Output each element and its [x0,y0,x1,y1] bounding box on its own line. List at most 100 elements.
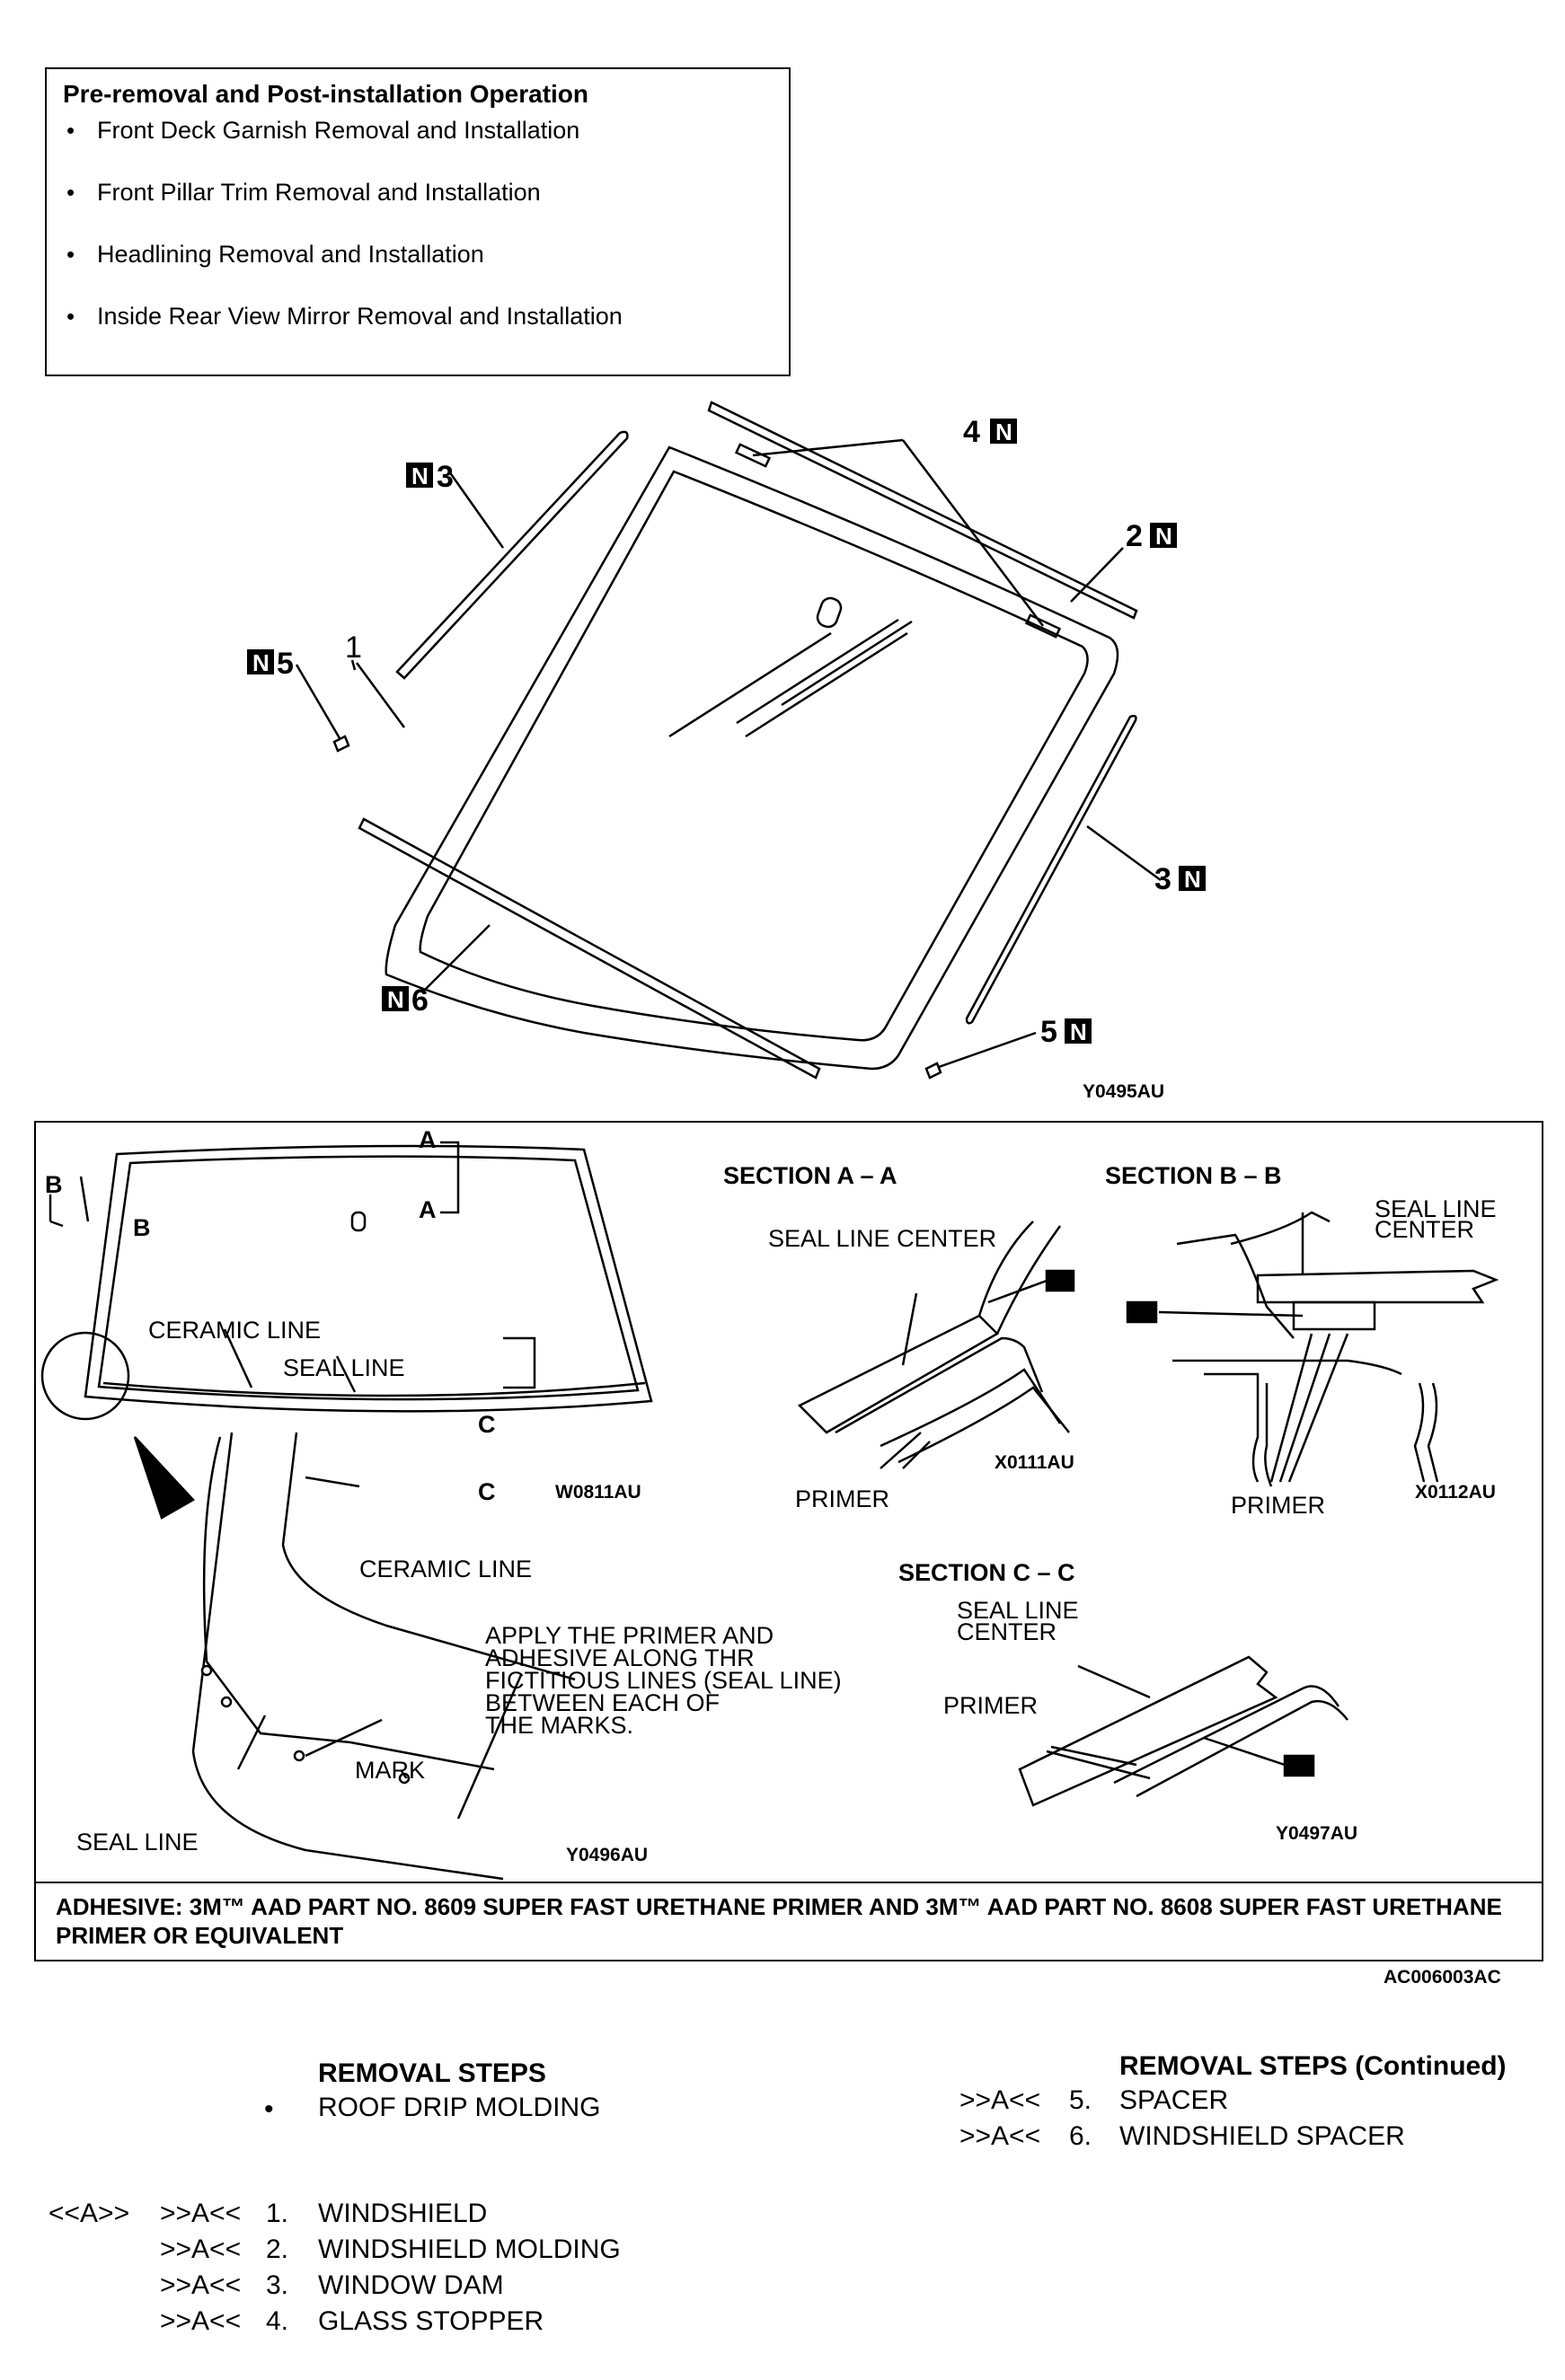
removal-steps-continued-heading: REMOVAL STEPS (Continued) [1119,2051,1507,2081]
seal-line-center-label: SEAL LINE CENTER [768,1225,996,1252]
bullet-icon: • [66,303,75,330]
figure-code: X0112AU [1415,1482,1496,1503]
seal-line-center-label: SEAL LINE [1375,1195,1497,1222]
pre-removal-list: •Front Deck Garnish Removal and Installa… [63,110,623,358]
bullet-icon: • [66,241,75,268]
label-c: C [478,1478,496,1505]
svg-text:APPLY THE PRIMER AND: APPLY THE PRIMER AND [485,1622,774,1649]
svg-text:N: N [411,463,429,489]
svg-text:N: N [1155,523,1172,550]
list-item: •Front Pillar Trim Removal and Installat… [63,172,623,234]
step-pre-ref: <<A>> [49,2199,130,2228]
spacer-right [924,1062,942,1080]
glass-stopper-top [734,443,772,468]
list-item: •Front Deck Garnish Removal and Installa… [63,110,623,172]
n-badge [1179,866,1206,891]
svg-text:ADHESIVE ALONG THR: ADHESIVE ALONG THR [485,1644,755,1671]
figure-code: Y0495AU [1083,1081,1164,1102]
callout-4: 4 [963,415,980,449]
n-badge [382,986,409,1011]
step-number: 4. [266,2306,289,2336]
mark-label: MARK [355,1757,425,1784]
exploded-view-diagram: 4 N N 3 2 N 1 N 5 3 N N 6 5 N Y0495AU [247,401,1206,1102]
label-b: B [133,1214,151,1241]
section-aa-title: SECTION A – A [723,1162,897,1189]
figure-code: Y0496AU [566,1845,648,1865]
step-name: WINDSHIELD MOLDING [318,2235,621,2264]
svg-text:CENTER: CENTER [1375,1216,1474,1243]
step-name: SPACER [1119,2085,1229,2115]
windshield-outline [385,445,1119,1071]
svg-text:BETWEEN EACH OF: BETWEEN EACH OF [485,1689,720,1716]
svg-text:CENTER: CENTER [957,1618,1057,1645]
step-ref: >>A<< [959,2121,1041,2151]
pre-removal-box: Pre-removal and Post-installation Operat… [45,67,791,376]
step-number: 1. [266,2199,289,2228]
ceramic-line-label: CERAMIC LINE [148,1317,321,1344]
list-item: •Inside Rear View Mirror Removal and Ins… [63,296,623,358]
pre-removal-title: Pre-removal and Post-installation Operat… [63,80,589,108]
windshield-spacer [358,817,821,1080]
step-number: 6. [1069,2121,1092,2151]
removal-steps-heading: REMOVAL STEPS [318,2058,546,2088]
svg-text:N: N [1070,1018,1087,1045]
n-badge [1150,523,1177,548]
primer-label: PRIMER [1231,1492,1325,1519]
left-molding [395,430,629,680]
primer-label: PRIMER [795,1485,889,1512]
svg-text:N: N [995,419,1012,445]
callout-3-left: 3 [437,460,454,494]
roof-drip-molding-item: ROOF DRIP MOLDING [318,2093,601,2122]
glass-stopper-right [1024,613,1062,639]
callout-5-right: 5 [1040,1015,1057,1049]
figure-code: W0811AU [555,1482,641,1503]
n-badge [406,463,433,488]
callout-2: 2 [1126,519,1143,553]
step-ref: >>A<< [160,2306,242,2336]
detail-figure-box: A A B B C C CERAMIC LINE SEAL LINE W0811… [34,1121,1543,1961]
spacer-left [332,735,350,753]
detail-diagram: A A B B C C CERAMIC LINE SEAL LINE W0811… [40,1126,1499,1881]
label-a: A [419,1126,437,1153]
n-badge [247,649,274,674]
svg-text:THE MARKS.: THE MARKS. [485,1712,633,1739]
step-name: WINDSHIELD [318,2199,488,2228]
step-name: WINDOW DAM [318,2270,504,2300]
adhesive-note: ADHESIVE: 3M™ AAD PART NO. 8609 SUPER FA… [34,1882,1543,1961]
step-ref: >>A<< [160,2199,242,2228]
svg-text:N: N [1184,866,1201,893]
step-ref: >>A<< [959,2085,1041,2115]
seal-line-center-label: SEAL LINE [957,1597,1079,1624]
bullet-icon: • [264,2094,274,2124]
label-a: A [419,1196,437,1223]
svg-text:N: N [252,649,270,676]
step-number: 2. [266,2235,289,2264]
step-number: 3. [266,2270,289,2300]
svg-text:FICTITIOUS LINES (SEAL LINE): FICTITIOUS LINES (SEAL LINE) [485,1667,842,1694]
callout-1: 1 [345,630,362,665]
step-number: 5. [1069,2085,1092,2115]
n-badge [990,419,1017,444]
callout-3-right: 3 [1154,862,1172,896]
apply-note: APPLY THE PRIMER AND ADHESIVE ALONG THR … [485,1622,842,1739]
windshield-inner [419,470,1089,1042]
svg-text:N: N [387,986,404,1013]
section-bb-title: SECTION B – B [1105,1162,1282,1189]
figure-code: Y0497AU [1276,1823,1357,1844]
seal-line-label: SEAL LINE [76,1829,199,1856]
label-c: C [478,1411,496,1438]
step-ref: >>A<< [160,2270,242,2300]
callout-6: 6 [411,983,429,1018]
adhesive-text: ADHESIVE: 3M™ AAD PART NO. 8609 SUPER FA… [56,1893,1502,1949]
ceramic-line-label: CERAMIC LINE [359,1556,532,1582]
seal-line-label: SEAL LINE [283,1354,405,1381]
mirror-base [816,596,843,629]
bullet-icon: • [66,117,75,144]
n-badge [1065,1018,1092,1044]
step-ref: >>A<< [160,2235,242,2264]
step-name: GLASS STOPPER [318,2306,544,2336]
label-b: B [45,1171,63,1198]
step-name: WINDSHIELD SPACER [1119,2121,1405,2151]
top-molding [707,401,1138,620]
list-item: •Headlining Removal and Installation [63,234,623,296]
